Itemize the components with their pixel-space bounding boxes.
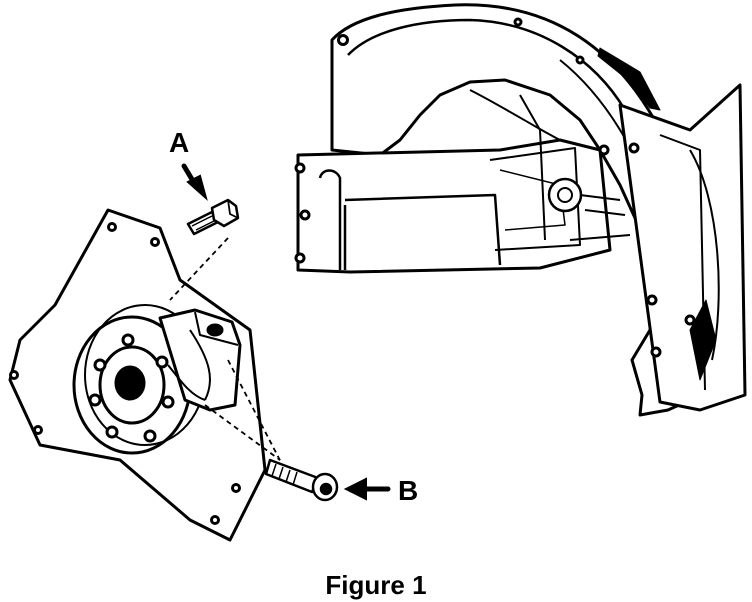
crank-hub — [72, 304, 206, 455]
alignment-lines — [169, 237, 286, 471]
figure-caption: Figure 1 — [325, 570, 427, 600]
arrow-b-icon — [343, 477, 391, 501]
bell-housing — [294, 3, 747, 417]
arrow-a-icon — [181, 163, 208, 201]
label-b: B — [398, 475, 418, 506]
label-a: A — [169, 127, 189, 158]
bolt-b — [264, 458, 339, 502]
bolt-a — [186, 198, 240, 236]
converter-bracket — [158, 308, 242, 412]
